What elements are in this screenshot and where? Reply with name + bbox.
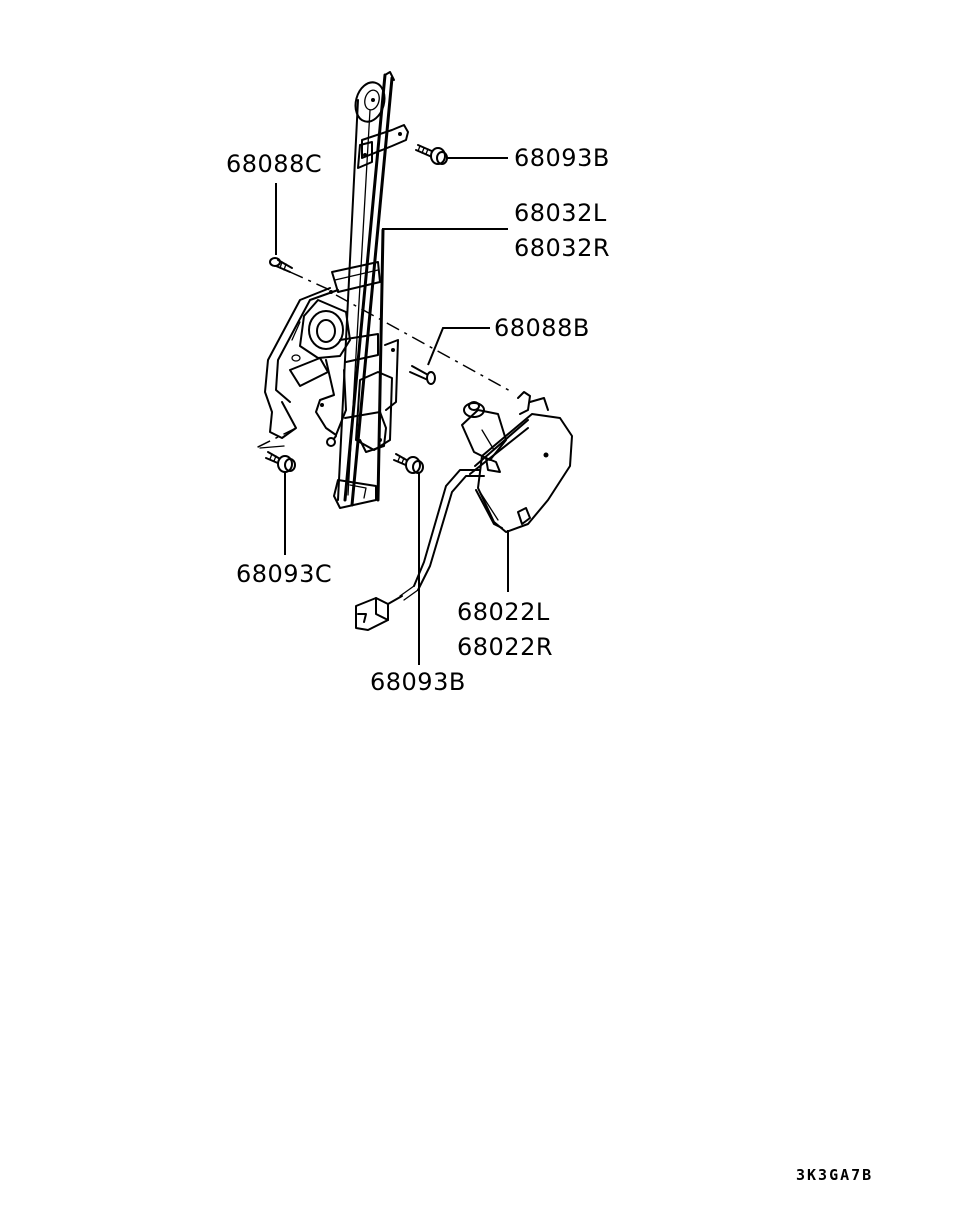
label-68088B: 68088B <box>494 314 590 342</box>
figure-code: 3K3GA7B <box>796 1166 874 1184</box>
regulator-drum-bracket <box>264 287 379 447</box>
label-68088C: 68088C <box>226 150 323 178</box>
window-regulator-rail <box>331 71 409 509</box>
bolt-68093B-bottom <box>393 453 424 474</box>
label-68093B-bottom: 68093B <box>370 668 466 696</box>
label-68022L: 68022L <box>457 598 550 626</box>
label-68093C: 68093C <box>236 560 333 588</box>
bolt-68093B-top <box>415 144 448 165</box>
screw-68088C <box>269 257 293 273</box>
harness-connector <box>355 595 403 631</box>
window-motor <box>399 391 573 601</box>
label-68093B-top: 68093B <box>514 144 610 172</box>
label-68032L: 68032L <box>514 199 607 227</box>
screw-68088B <box>409 365 436 385</box>
leader-lines <box>275 157 509 665</box>
label-68022R: 68022R <box>457 633 554 661</box>
label-68032R: 68032R <box>514 234 611 262</box>
bolt-68093C <box>265 451 296 473</box>
